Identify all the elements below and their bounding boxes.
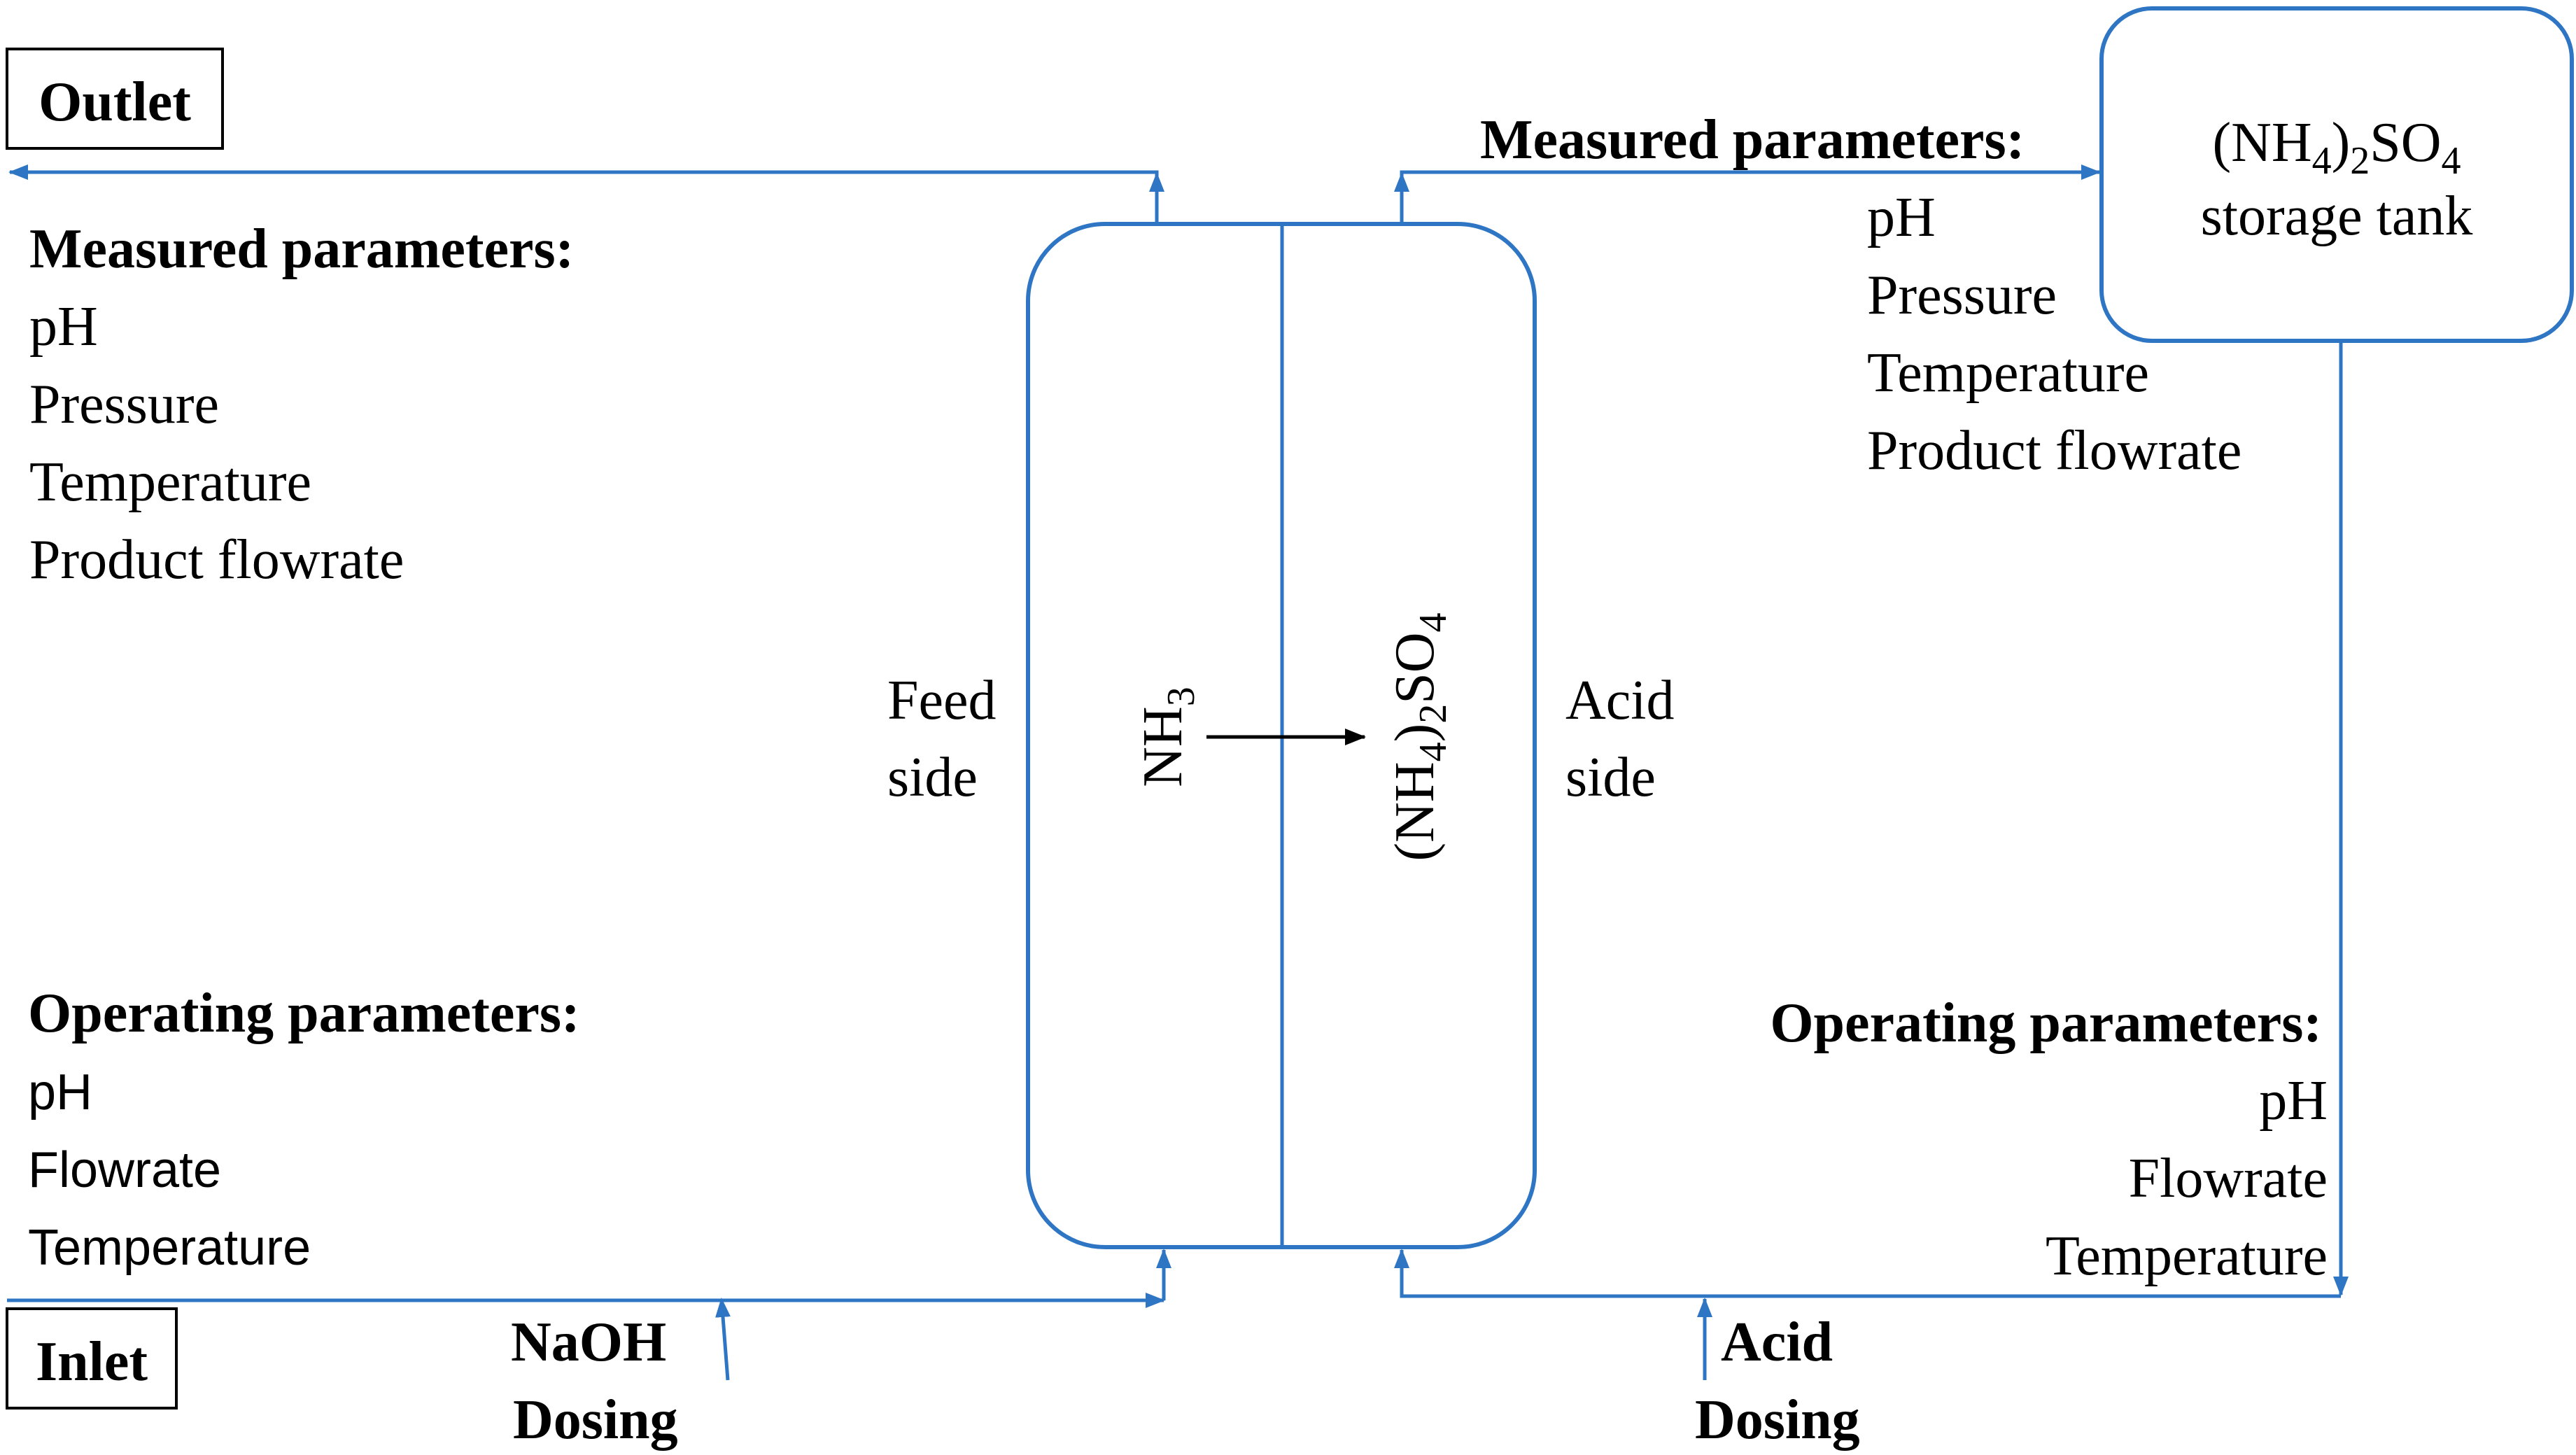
acid-measured-item: Pressure: [1867, 265, 2057, 326]
outlet-pipe: [8, 164, 1159, 224]
naoh-dosing-arrow: [715, 1298, 731, 1381]
acid-side-label-2: side: [1565, 747, 1656, 808]
feed-operating-item: pH: [28, 1064, 92, 1120]
acid-measured-parameters: Measured parameters: pH Pressure Tempera…: [1480, 109, 2241, 482]
feed-operating-item: Flowrate: [28, 1142, 221, 1198]
naoh-dosing-label-2: Dosing: [513, 1389, 678, 1451]
feed-measured-item: Pressure: [29, 374, 219, 435]
tank-label: storage tank: [2201, 185, 2473, 247]
acid-dosing-label-2: Dosing: [1695, 1389, 1860, 1451]
acid-to-tank-pipe: [1400, 164, 2101, 224]
acid-operating-item: pH: [2259, 1070, 2328, 1132]
acid-measured-heading: Measured parameters:: [1480, 109, 2025, 171]
feed-measured-parameters: Measured parameters: pH Pressure Tempera…: [29, 218, 574, 591]
nh3-label: NH3: [1132, 687, 1203, 787]
acid-measured-item: Product flowrate: [1867, 420, 2241, 482]
feed-operating-item: Temperature: [28, 1220, 311, 1276]
outlet-box: Outlet: [6, 48, 224, 150]
acid-side-label-1: Acid: [1565, 670, 1675, 731]
acid-measured-item: Temperature: [1867, 342, 2149, 404]
outlet-label: Outlet: [38, 71, 191, 133]
feed-side-label-2: side: [887, 747, 978, 808]
feed-operating-heading: Operating parameters:: [28, 983, 580, 1044]
acid-operating-heading: Operating parameters:: [1770, 992, 2322, 1054]
feed-operating-parameters: Operating parameters: pH Flowrate Temper…: [28, 983, 580, 1276]
acid-operating-parameters: Operating parameters: pH Flowrate Temper…: [1770, 992, 2328, 1287]
naoh-dosing-label-1: NaOH: [511, 1312, 666, 1373]
pipes: [7, 164, 2349, 1381]
feed-measured-item: Temperature: [29, 451, 311, 513]
tank-formula: (NH4)2SO4: [2212, 112, 2461, 183]
feed-measured-heading: Measured parameters:: [29, 218, 574, 280]
ammonium-sulfate-label: (NH4)2SO4: [1384, 612, 1455, 861]
feed-side-label-1: Feed: [887, 670, 997, 731]
acid-return-pipe: [1394, 1249, 2341, 1298]
feed-measured-item: Product flowrate: [29, 529, 404, 591]
inlet-box: Inlet: [6, 1307, 178, 1410]
acid-measured-item: pH: [1867, 187, 1936, 248]
acid-operating-item: Temperature: [2046, 1225, 2328, 1287]
acid-operating-item: Flowrate: [2129, 1148, 2328, 1209]
storage-tank: (NH4)2SO4 storage tank: [2099, 6, 2574, 343]
acid-dosing-label-1: Acid: [1721, 1312, 1833, 1373]
inlet-label: Inlet: [36, 1331, 148, 1393]
feed-measured-item: pH: [29, 296, 98, 358]
